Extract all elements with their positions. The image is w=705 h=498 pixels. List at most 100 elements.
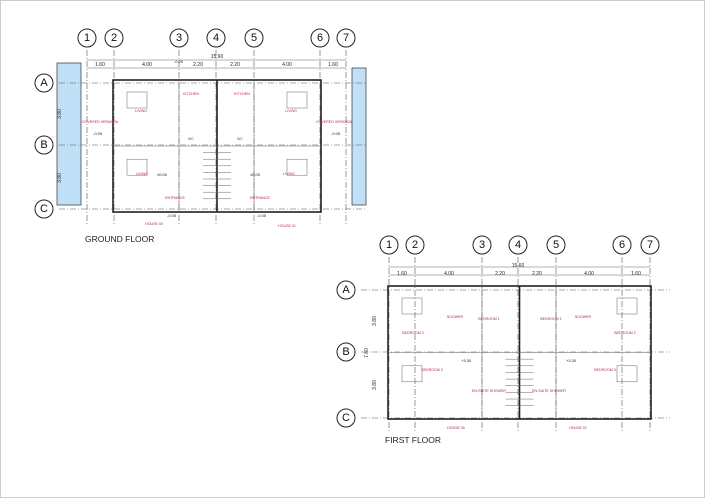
grid-bubble bbox=[244, 28, 264, 48]
pool bbox=[56, 62, 82, 206]
bay-dimension: 4.00 bbox=[444, 271, 454, 277]
bay-dimension: 1.60 bbox=[328, 62, 338, 68]
furniture bbox=[616, 297, 638, 315]
bay-dimension: 1.60 bbox=[631, 271, 641, 277]
grid-bubble bbox=[34, 135, 54, 155]
overall-dimension: 15.60 bbox=[512, 263, 525, 269]
grid-label-2: 2 bbox=[412, 239, 418, 251]
furniture bbox=[286, 91, 308, 109]
grid-label-6: 6 bbox=[317, 32, 323, 44]
room-label: BEDROOM 2 bbox=[614, 331, 636, 335]
room-label: WC bbox=[237, 137, 243, 141]
room-label: ENTRANCE bbox=[165, 196, 185, 200]
grid-bubble bbox=[336, 408, 356, 428]
room-label: EN-SUITE SHOWER bbox=[472, 389, 506, 393]
room-label: LIVING bbox=[285, 109, 297, 113]
bay-dimension: 2.20 bbox=[495, 271, 505, 277]
grid-label-C: C bbox=[342, 412, 350, 424]
grid-bubble bbox=[336, 28, 356, 48]
grid-bubble bbox=[104, 28, 124, 48]
level-mark: +3.30 bbox=[566, 358, 577, 363]
furniture bbox=[401, 365, 423, 383]
room-label: BEDROOM 2 bbox=[402, 331, 424, 335]
room-label: BEDROOM 3 bbox=[421, 368, 443, 372]
bay-dimension: 1.60 bbox=[95, 62, 105, 68]
row-dimension: 3.80 bbox=[57, 173, 63, 183]
level-mark: -0.05 bbox=[257, 213, 267, 218]
house-label: HOUSE 00 bbox=[145, 222, 163, 226]
room-label: ENTRANCE bbox=[250, 196, 270, 200]
bay-dimension: 4.00 bbox=[282, 62, 292, 68]
bay-dimension: 4.00 bbox=[142, 62, 152, 68]
row-dimension: 3.80 bbox=[57, 109, 63, 119]
grid-label-1: 1 bbox=[386, 239, 392, 251]
grid-label-5: 5 bbox=[251, 32, 257, 44]
grid-label-A: A bbox=[40, 77, 48, 89]
bay-dimension: 2.20 bbox=[532, 271, 542, 277]
grid-label-3: 3 bbox=[479, 239, 485, 251]
grid-bubble bbox=[34, 73, 54, 93]
grid-label-6: 6 bbox=[619, 239, 625, 251]
total-depth-dimension: 7.60 bbox=[364, 348, 370, 358]
grid-label-4: 4 bbox=[515, 239, 521, 251]
room-label: KITCHEN bbox=[183, 92, 199, 96]
ground-floor-labels: GROUND FLOOR 15.60 1.60 4.00 2.20 2.20 4… bbox=[57, 54, 353, 244]
grid-label-C: C bbox=[40, 203, 48, 215]
grid-label-5: 5 bbox=[553, 239, 559, 251]
grid-label-B: B bbox=[342, 346, 349, 358]
room-label: WC bbox=[188, 137, 194, 141]
first-floor-labels: FIRST FLOOR 15.60 1.60 4.00 2.20 2.20 4.… bbox=[364, 263, 641, 445]
furniture bbox=[126, 91, 148, 109]
grid-bubble bbox=[546, 235, 566, 255]
bay-dimension: 1.60 bbox=[397, 271, 407, 277]
room-label: LIVING bbox=[136, 172, 148, 176]
pool bbox=[351, 67, 367, 206]
bay-dimension: 4.00 bbox=[584, 271, 594, 277]
room-label: EN-SUITE SHOWER bbox=[532, 389, 566, 393]
level-mark: -0.05 bbox=[331, 131, 341, 136]
room-label: LIVING bbox=[135, 109, 147, 113]
grid-label-7: 7 bbox=[647, 239, 653, 251]
row-dimension: 3.80 bbox=[372, 380, 378, 390]
first-floor-title: FIRST FLOOR bbox=[385, 435, 441, 445]
house-label: HOUSE 01 bbox=[278, 224, 296, 228]
grid-label-2: 2 bbox=[111, 32, 117, 44]
house-label: HOUSE 01 bbox=[569, 426, 587, 430]
grid-bubble bbox=[508, 235, 528, 255]
furniture bbox=[401, 297, 423, 315]
room-label: COVERED VERANDA bbox=[82, 120, 119, 124]
grid-label-3: 3 bbox=[176, 32, 182, 44]
room-label: BEDROOM 3 bbox=[594, 368, 616, 372]
bay-dimension: 2.20 bbox=[230, 62, 240, 68]
grid-bubble bbox=[310, 28, 330, 48]
overall-dimension: 15.60 bbox=[211, 54, 224, 60]
ground-floor-title: GROUND FLOOR bbox=[85, 234, 154, 244]
house-label: HOUSE 00 bbox=[447, 426, 465, 430]
level-mark: ±0.00 bbox=[250, 172, 261, 177]
room-label: LIVING bbox=[283, 172, 295, 176]
grid-label-B: B bbox=[40, 139, 47, 151]
level-mark: -0.05 bbox=[167, 213, 177, 218]
room-label: BEDROOM 1 bbox=[478, 317, 500, 321]
grid-bubble bbox=[206, 28, 226, 48]
grid-bubble bbox=[336, 280, 356, 300]
grid-label-4: 4 bbox=[213, 32, 219, 44]
room-label: BEDROOM 1 bbox=[540, 317, 562, 321]
grid-bubble bbox=[472, 235, 492, 255]
grid-bubble bbox=[405, 235, 425, 255]
level-mark: -0.20 bbox=[174, 59, 184, 64]
grid-bubble bbox=[169, 28, 189, 48]
grid-bubble bbox=[34, 199, 54, 219]
room-label: KITCHEN bbox=[234, 92, 250, 96]
level-mark: -0.05 bbox=[93, 131, 103, 136]
grid-bubble bbox=[77, 28, 97, 48]
furniture bbox=[126, 158, 148, 176]
room-label: COVERED VERANDA bbox=[316, 120, 353, 124]
grid-bubble bbox=[612, 235, 632, 255]
bay-dimension: 2.20 bbox=[193, 62, 203, 68]
grid-bubble bbox=[640, 235, 660, 255]
furniture bbox=[616, 365, 638, 383]
